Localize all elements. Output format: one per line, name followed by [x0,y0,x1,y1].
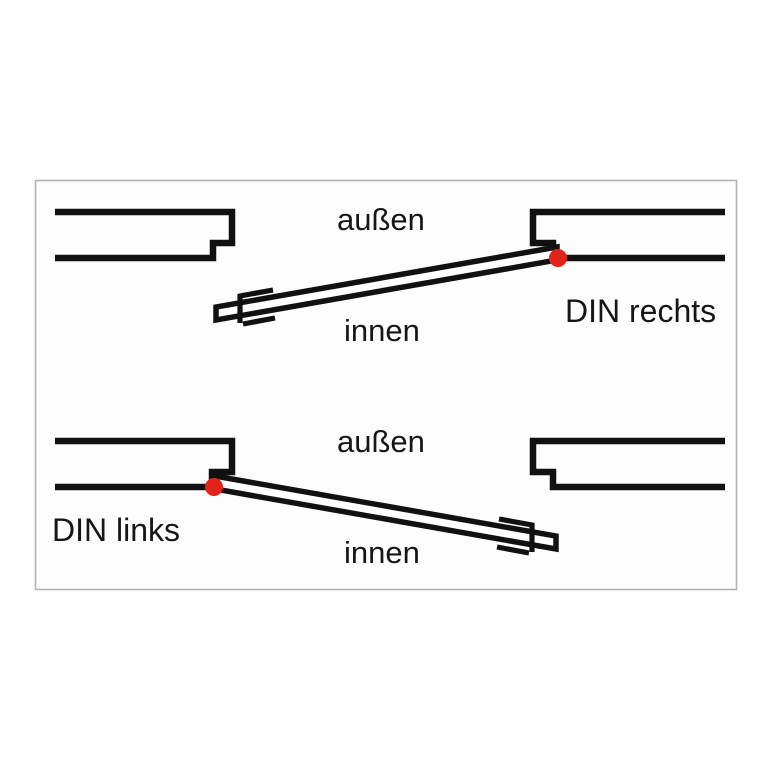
wall-left-top [55,208,236,262]
hinge-pivot-bottom [205,478,223,496]
wall-left-bottom [55,437,236,491]
label-innen-top: innen [344,313,420,348]
label-din-rechts: DIN rechts [565,293,716,329]
row-din-links [55,437,725,556]
latch-mark-top-lower [242,315,276,327]
wall-right-bottom [529,437,725,491]
wall-right-top [529,208,725,262]
label-aussen-top: außen [337,202,425,237]
row-din-rechts [55,208,725,327]
label-din-links: DIN links [52,512,180,548]
latch-mark-bottom-upper [498,516,535,552]
latch-mark-bottom-lower [496,544,530,556]
label-aussen-bottom: außen [337,424,425,459]
label-innen-bottom: innen [344,535,420,570]
hinge-pivot-top [549,249,567,267]
latch-mark-top-upper [237,287,274,323]
